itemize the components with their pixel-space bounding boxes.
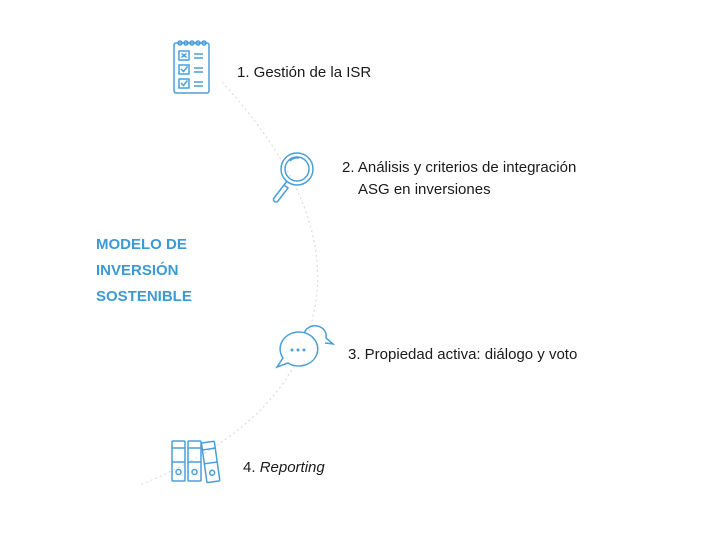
title-line: MODELO DE — [96, 236, 187, 253]
title-line: INVERSIÓN — [96, 262, 179, 279]
step-4-text: Reporting — [259, 459, 325, 476]
step-4-number: 4. — [243, 459, 256, 476]
magnifier-icon — [272, 152, 314, 203]
step-1-label: 1. Gestión de la ISR — [237, 64, 372, 81]
step-2-label: 2. Análisis y criterios de integración A… — [342, 157, 576, 201]
checklist-icon — [173, 40, 210, 94]
step-3-label: 3. Propiedad activa: diálogo y voto — [348, 346, 578, 363]
step-2-label-line1: 2. Análisis y criterios de integración — [342, 159, 577, 176]
step-4-label: 4. Reporting — [243, 457, 325, 479]
step-2-label-line2: ASG en inversiones — [358, 181, 491, 198]
model-title: MODELO DE INVERSIÓN SOSTENIBLE — [96, 232, 192, 310]
speech-bubbles-icon — [275, 325, 336, 369]
title-line: SOSTENIBLE — [96, 288, 192, 305]
binders-icon — [171, 440, 221, 484]
